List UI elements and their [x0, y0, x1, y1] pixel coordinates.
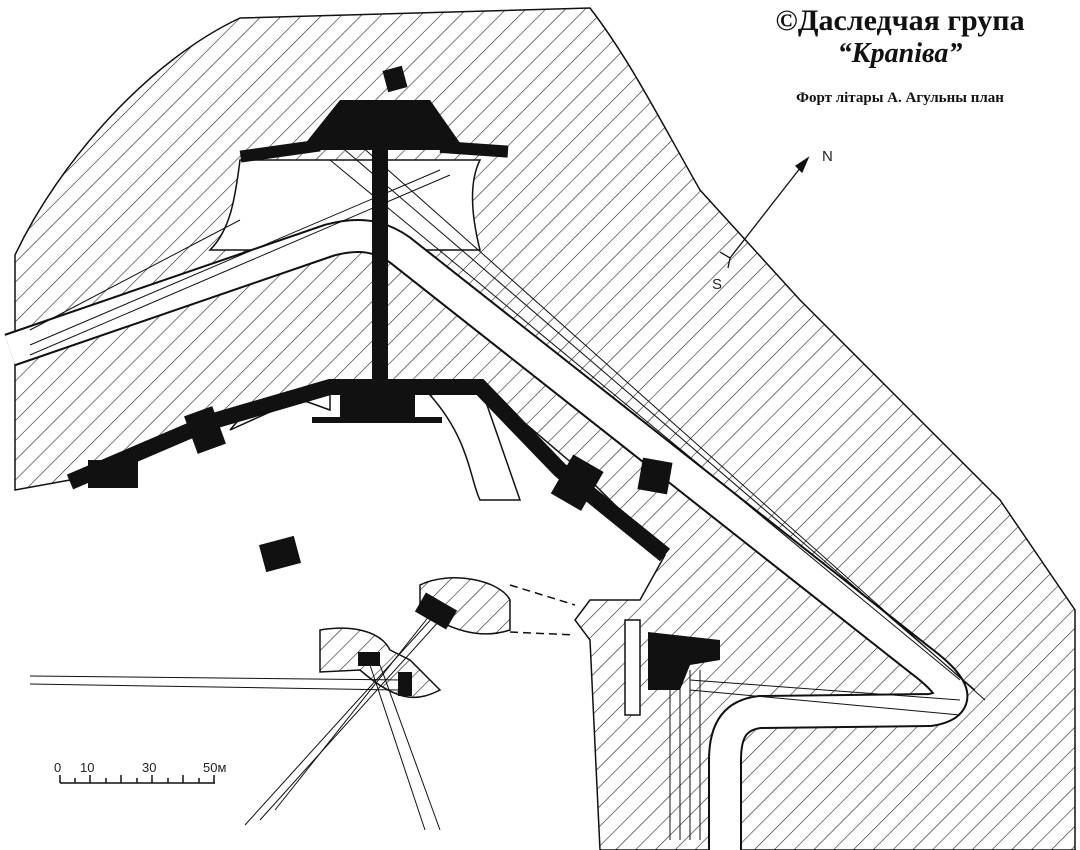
scale-bar [59, 775, 215, 784]
gorge-passage [624, 619, 641, 716]
compass-south: S [712, 276, 723, 293]
compass-arrow-icon [719, 156, 810, 269]
scale-tick-50: 50м [203, 760, 227, 775]
scale-tick-10: 10 [80, 760, 95, 775]
lines-of-fire [29, 144, 986, 840]
caponier-path [509, 584, 576, 636]
scale-tick-0: 0 [54, 760, 62, 775]
fort-masonry [66, 65, 720, 696]
title-line2: “Крапіва” [837, 38, 963, 69]
bay [428, 384, 522, 501]
scale-tick-30: 30 [142, 760, 157, 775]
compass-north: N [822, 148, 833, 165]
title-line1: ©Даследчая група [775, 4, 1025, 37]
title-block: ©Даследчая група “Крапіва” Форт літары А… [750, 4, 1050, 107]
plan-caption: Форт літары А. Агульны план [796, 90, 1004, 106]
road-surface [5, 220, 967, 850]
